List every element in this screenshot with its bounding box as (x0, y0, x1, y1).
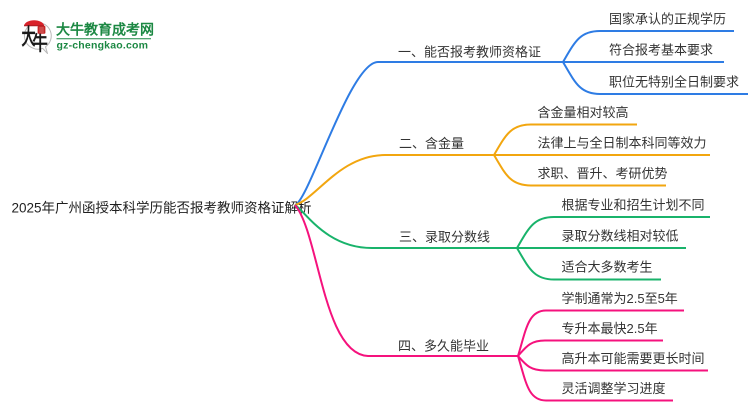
svg-text:根据专业和招生计划不同: 根据专业和招生计划不同 (562, 198, 705, 213)
svg-text:国家承认的正规学历: 国家承认的正规学历 (609, 12, 726, 27)
svg-text:含金量相对较高: 含金量相对较高 (538, 105, 629, 120)
svg-text:高升本可能需要更长时间: 高升本可能需要更长时间 (562, 351, 705, 366)
svg-text:大: 大 (22, 24, 36, 49)
svg-text:职位无特别全日制要求: 职位无特别全日制要求 (609, 75, 739, 90)
svg-text:法律上与全日制本科同等效力: 法律上与全日制本科同等效力 (538, 136, 707, 151)
svg-text:求职、晋升、考研优势: 求职、晋升、考研优势 (538, 166, 668, 181)
svg-text:二、含金量: 二、含金量 (399, 136, 464, 151)
svg-text:gz-chengkao.com: gz-chengkao.com (57, 40, 149, 52)
svg-text:2025年广州函授本科学历能否报考教师资格证解析: 2025年广州函授本科学历能否报考教师资格证解析 (12, 201, 312, 216)
svg-text:学制通常为2.5至5年: 学制通常为2.5至5年 (562, 291, 678, 306)
svg-text:牛: 牛 (32, 31, 48, 55)
svg-text:适合大多数考生: 适合大多数考生 (562, 260, 653, 275)
svg-text:录取分数线相对较低: 录取分数线相对较低 (562, 229, 679, 244)
svg-text:一、能否报考教师资格证: 一、能否报考教师资格证 (398, 44, 541, 59)
svg-text:四、多久能毕业: 四、多久能毕业 (398, 338, 489, 353)
svg-text:专升本最快2.5年: 专升本最快2.5年 (562, 321, 658, 336)
svg-text:三、录取分数线: 三、录取分数线 (399, 230, 490, 245)
svg-text:符合报考基本要求: 符合报考基本要求 (609, 43, 713, 58)
svg-text:大牛教育成考网: 大牛教育成考网 (56, 22, 154, 38)
svg-text:灵活调整学习进度: 灵活调整学习进度 (562, 381, 666, 396)
